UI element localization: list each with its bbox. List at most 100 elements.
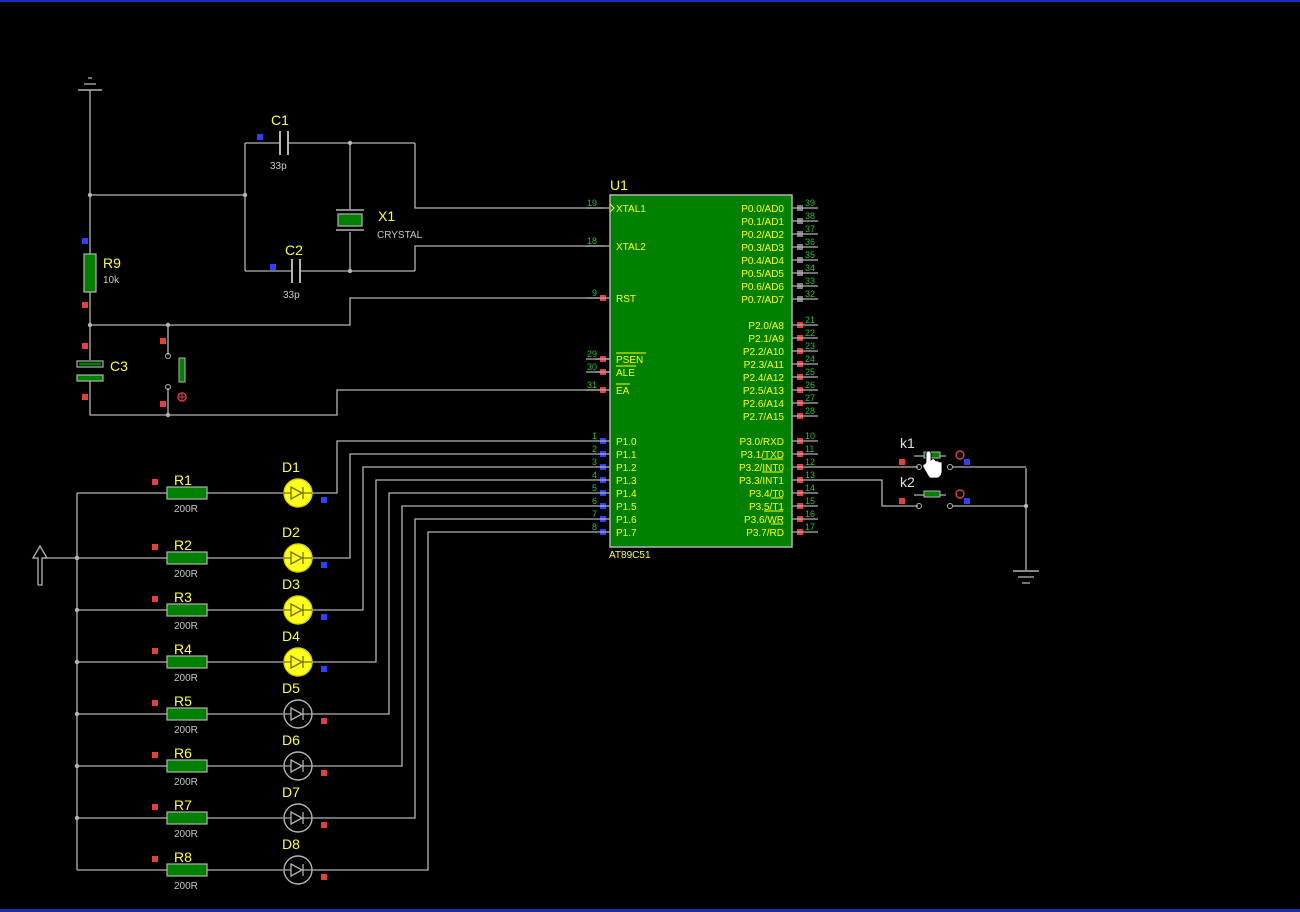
mcu-pin-number: 21 bbox=[805, 315, 815, 325]
mcu-pin-label: P3.5/T1 bbox=[749, 502, 784, 513]
mcu-pin-label: P0.3/AD3 bbox=[741, 243, 784, 254]
mcu-pin-number: 28 bbox=[805, 406, 815, 416]
mcu-pin-number: 36 bbox=[805, 237, 815, 247]
mcu-pin-label: P1.7 bbox=[616, 528, 637, 539]
resistor-ref: R1 bbox=[174, 472, 192, 488]
led-cathode-state bbox=[321, 770, 327, 776]
resistor-r1[interactable] bbox=[166, 486, 208, 500]
hand-cursor-icon bbox=[922, 450, 943, 479]
mcu-u1[interactable]: 19XTAL118XTAL29RST29PSEN30ALE31EA1P1.02P… bbox=[586, 194, 818, 548]
resistor-ref: R7 bbox=[174, 797, 192, 813]
resistor-state bbox=[152, 648, 158, 654]
led-ref: D8 bbox=[282, 836, 300, 852]
resistor-r8[interactable] bbox=[166, 863, 208, 877]
mcu-pin-number: 10 bbox=[805, 431, 815, 441]
r9-top-state bbox=[82, 238, 88, 244]
mcu-pin-number: 27 bbox=[805, 393, 815, 403]
mcu-pin-number: 9 bbox=[592, 288, 597, 298]
k2-ref: k2 bbox=[900, 474, 915, 490]
c3-bottom-state bbox=[82, 394, 88, 400]
led-cathode-state bbox=[321, 614, 327, 620]
capacitor-c3[interactable] bbox=[76, 374, 104, 382]
mcu-pin-label: P1.1 bbox=[616, 450, 637, 461]
junction-dot bbox=[87, 192, 93, 198]
resistor-r6[interactable] bbox=[166, 759, 208, 773]
mcu-pin-label: P2.7/A15 bbox=[743, 412, 785, 423]
led-ref: D7 bbox=[282, 784, 300, 800]
k1-button[interactable] bbox=[923, 451, 941, 459]
mcu-pin-number: 5 bbox=[592, 483, 597, 493]
k2-left-state bbox=[899, 498, 905, 504]
junction-dot bbox=[74, 815, 80, 821]
resistor-state bbox=[152, 856, 158, 862]
mcu-pin-label: P3.4/T0 bbox=[749, 489, 784, 500]
mcu-pin-label: P2.2/A10 bbox=[743, 347, 785, 358]
mcu-pin-label: P3.6/WR bbox=[744, 515, 784, 526]
c1-state-indicator bbox=[257, 134, 263, 140]
r9-ref: R9 bbox=[103, 255, 121, 271]
mcu-pin-number: 35 bbox=[805, 250, 815, 260]
p1-wire bbox=[312, 440, 586, 494]
mcu-pin-label: ALE bbox=[616, 368, 635, 379]
crystal-x1[interactable] bbox=[337, 213, 363, 227]
reset-switch-contact-top bbox=[165, 353, 171, 359]
mcu-pin-label: XTAL1 bbox=[616, 204, 646, 215]
resistor-ref: R4 bbox=[174, 641, 192, 657]
c1-ref: C1 bbox=[271, 112, 289, 128]
mcu-pin-number: 23 bbox=[805, 341, 815, 351]
resistor-r3[interactable] bbox=[166, 603, 208, 617]
mcu-pin-number: 31 bbox=[587, 380, 597, 390]
mcu-pin-label: P3.0/RXD bbox=[740, 437, 784, 448]
resistor-ref: R6 bbox=[174, 745, 192, 761]
x1-ref: X1 bbox=[378, 208, 395, 224]
k2-contact-right bbox=[947, 503, 953, 509]
resistor-r5[interactable] bbox=[166, 707, 208, 721]
mcu-pin-number: 15 bbox=[805, 496, 815, 506]
mcu-pin-number: 33 bbox=[805, 276, 815, 286]
wires bbox=[42, 90, 1029, 871]
k1-left-state bbox=[899, 459, 905, 465]
resistor-ref: R3 bbox=[174, 589, 192, 605]
resistor-r4[interactable] bbox=[166, 655, 208, 669]
k2-actuator-icon[interactable] bbox=[955, 489, 965, 499]
reset-button[interactable] bbox=[178, 357, 186, 383]
k2-contact-left bbox=[916, 503, 922, 509]
mcu-pin-label: P0.2/AD2 bbox=[741, 230, 784, 241]
led-ref: D5 bbox=[282, 680, 300, 696]
reset-bottom-state bbox=[160, 401, 166, 407]
resistor-r7[interactable] bbox=[166, 811, 208, 825]
led-rows: R1200RD1R2200RD2R3200RD3R4200RD4R5200RD5… bbox=[166, 459, 313, 892]
resistor-value: 200R bbox=[174, 673, 198, 684]
mcu-pin-number: 6 bbox=[592, 496, 597, 506]
mcu-pin-number: 8 bbox=[592, 522, 597, 532]
mcu-pin-number: 30 bbox=[587, 362, 597, 372]
resistor-r2[interactable] bbox=[166, 551, 208, 565]
resistor-r9[interactable] bbox=[83, 253, 97, 293]
k2-button[interactable] bbox=[923, 490, 941, 498]
resistor-state bbox=[152, 804, 158, 810]
junction-dot bbox=[347, 140, 353, 146]
mcu-pin-number: 18 bbox=[587, 236, 597, 246]
ea-wire bbox=[89, 381, 605, 416]
mcu-body[interactable] bbox=[609, 194, 793, 548]
p1-wire bbox=[312, 531, 586, 871]
reset-actuator-icon[interactable] bbox=[177, 392, 187, 402]
x1-value: CRYSTAL bbox=[377, 230, 423, 241]
k1-ref: k1 bbox=[900, 435, 915, 451]
mcu-pin-number: 37 bbox=[805, 224, 815, 234]
mcu-pin-number: 12 bbox=[805, 457, 815, 467]
mcu-pin-number: 38 bbox=[805, 211, 815, 221]
mcu-pin-label: P0.0/AD0 bbox=[741, 204, 784, 215]
p1-wire bbox=[312, 479, 586, 663]
xtal2-wire bbox=[414, 245, 605, 271]
resistor-ref: R5 bbox=[174, 693, 192, 709]
k1-actuator-icon[interactable] bbox=[955, 450, 965, 460]
p1-wire bbox=[312, 492, 586, 715]
resistor-state bbox=[152, 700, 158, 706]
led-cathode-state bbox=[321, 874, 327, 880]
mcu-pin-label: XTAL2 bbox=[616, 242, 646, 253]
c3-ref: C3 bbox=[110, 358, 128, 374]
